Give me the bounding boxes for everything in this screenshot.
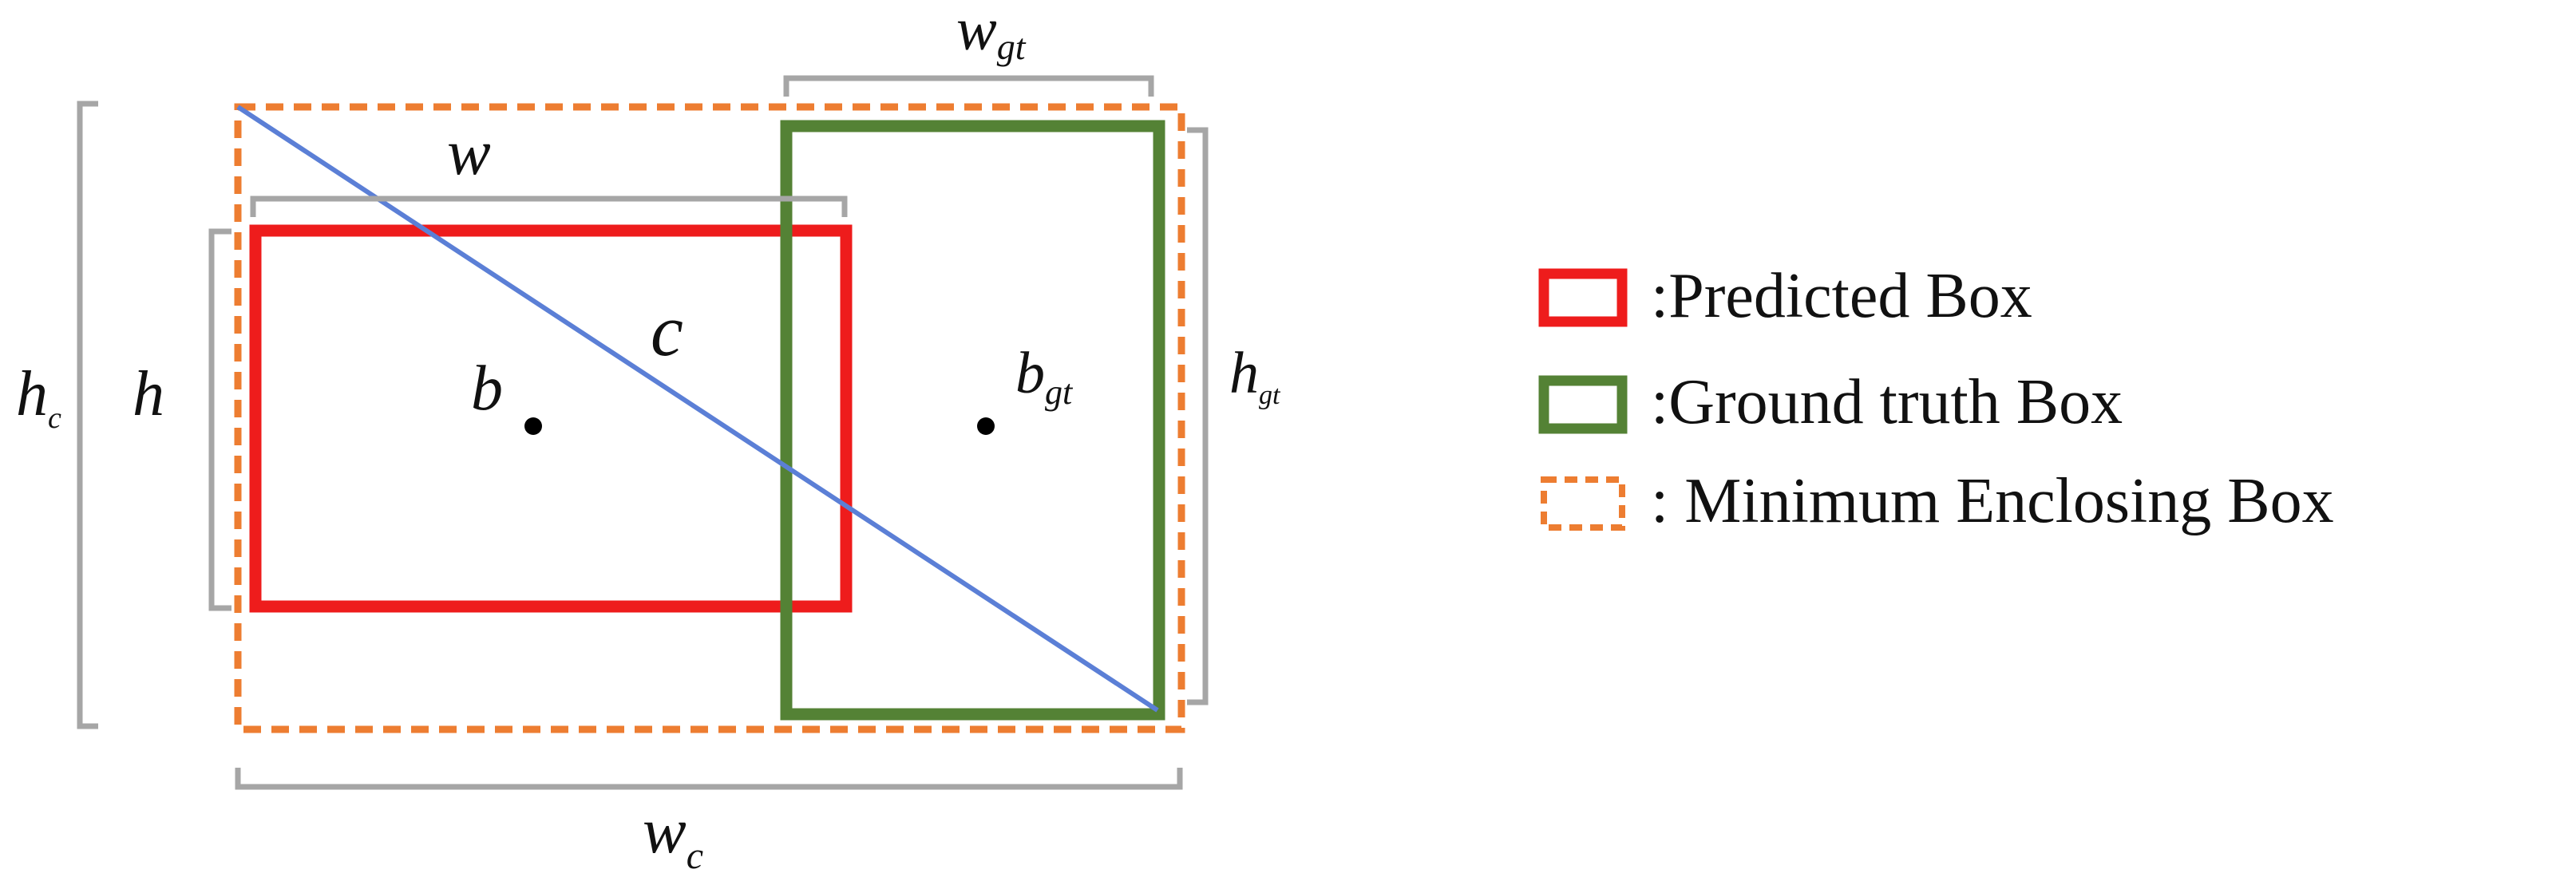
label-w-gt: wgt bbox=[956, 0, 1027, 67]
bracket-h bbox=[208, 228, 231, 611]
legend-swatch-ground-truth bbox=[1538, 375, 1628, 434]
enclosing-diagonal-c bbox=[236, 105, 1159, 713]
legend-label-ground-truth: :Ground truth Box bbox=[1651, 367, 2123, 437]
legend: :Predicted Box :Ground truth Box : Minim… bbox=[1538, 261, 2334, 536]
predicted-center-point bbox=[524, 417, 542, 435]
ground-truth-box bbox=[780, 120, 1165, 721]
label-w: w bbox=[447, 116, 491, 188]
label-b-gt: bgt bbox=[1015, 341, 1074, 412]
bracket-w-c bbox=[235, 768, 1183, 790]
label-w-c: wc bbox=[643, 794, 703, 877]
bracket-h-gt bbox=[1187, 127, 1209, 705]
label-h-c: hc bbox=[16, 359, 61, 435]
legend-label-enclosing: : Minimum Enclosing Box bbox=[1651, 466, 2334, 536]
label-b: b bbox=[471, 354, 503, 424]
label-h-gt: hgt bbox=[1229, 341, 1281, 410]
ground-truth-center-point bbox=[977, 417, 995, 435]
label-c: c bbox=[651, 290, 683, 371]
bracket-h-c bbox=[77, 101, 98, 729]
legend-label-predicted: :Predicted Box bbox=[1651, 261, 2032, 331]
legend-swatch-enclosing bbox=[1541, 476, 1625, 531]
predicted-box bbox=[249, 224, 853, 613]
label-h: h bbox=[133, 359, 164, 429]
bracket-w-gt bbox=[783, 75, 1154, 97]
bracket-w bbox=[250, 196, 848, 217]
dimension-brackets bbox=[77, 75, 1209, 790]
legend-swatch-predicted bbox=[1538, 268, 1628, 327]
